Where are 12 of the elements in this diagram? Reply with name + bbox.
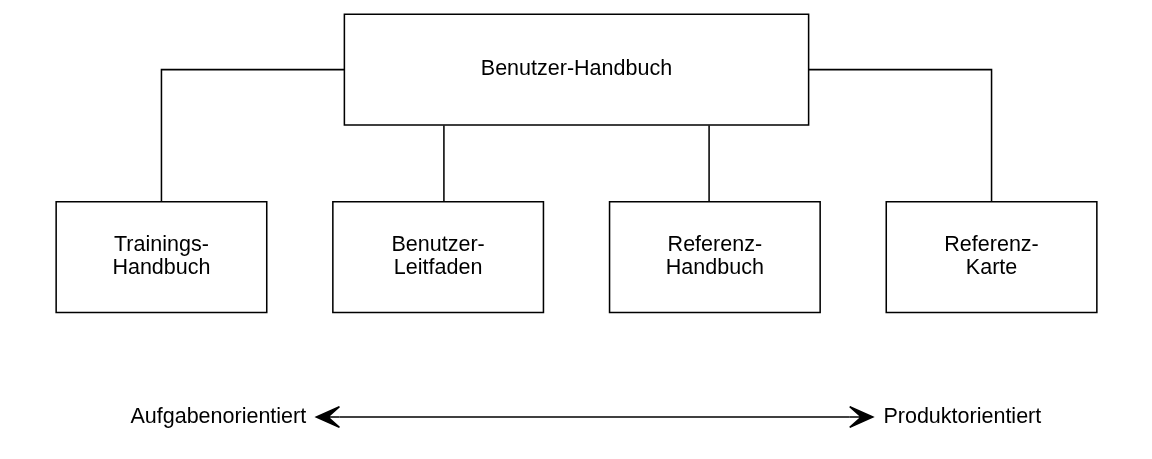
connector <box>707 124 710 203</box>
connector <box>160 68 345 203</box>
node-box: Referenz- Handbuch <box>608 201 821 314</box>
node-box: Benutzer- Leitfaden <box>331 201 544 314</box>
node-text: Aufgabenorientiert <box>129 403 306 428</box>
node-text: Produktorientiert <box>882 403 1041 428</box>
arrow <box>315 405 874 429</box>
connector <box>807 68 992 203</box>
node-box: Trainings- Handbuch <box>54 201 267 314</box>
connector <box>442 124 445 203</box>
node-box: Benutzer-Handbuch <box>343 13 809 126</box>
node-box: Referenz- Karte <box>885 201 1098 314</box>
